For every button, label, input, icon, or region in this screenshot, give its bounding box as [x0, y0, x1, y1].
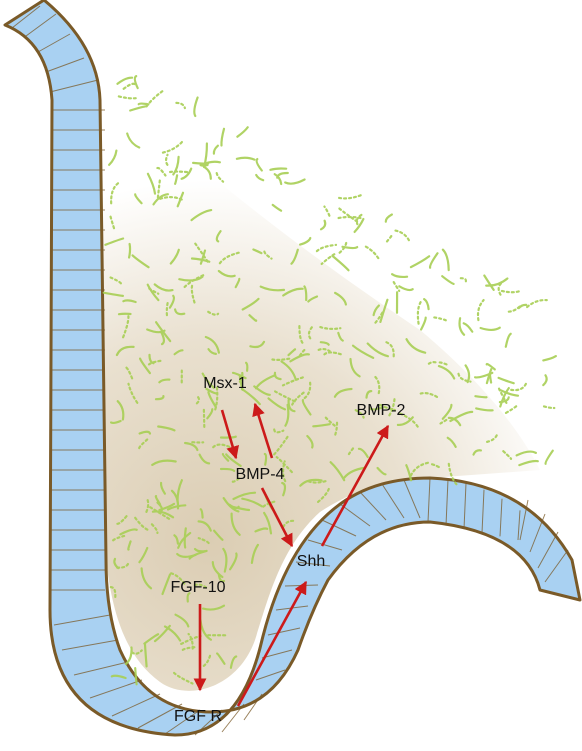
mesenchymal-cell: [129, 244, 130, 258]
mesenchymal-cell: [300, 238, 310, 245]
mesenchymal-cell: [170, 172, 188, 173]
label-shh: Shh: [297, 554, 325, 570]
mesenchymal-cell: [396, 231, 411, 243]
mesenchymal-cell: [246, 363, 247, 371]
mesenchymal-cell: [490, 374, 491, 382]
mesenchymal-cell: [499, 284, 501, 296]
mesenchymal-cell: [193, 163, 208, 164]
mesenchymal-cell: [285, 180, 304, 184]
mesenchymal-cell: [511, 384, 526, 390]
mesenchymal-cell: [256, 175, 263, 180]
mesenchymal-cell: [118, 78, 133, 84]
mesenchymal-cell: [478, 300, 484, 320]
mesenchymal-cell: [460, 318, 465, 335]
mesenchymal-cell: [500, 291, 518, 293]
mesenchymal-cell: [139, 103, 149, 104]
mesenchymal-cell: [544, 406, 554, 408]
label-fgfr: FGF R: [174, 709, 222, 725]
mesenchymal-cell: [135, 76, 138, 88]
mesenchymal-cell: [204, 408, 205, 427]
mesenchymal-cell: [339, 209, 357, 222]
mesenchymal-cell: [506, 406, 517, 413]
mesenchymal-cell: [273, 205, 281, 211]
mesenchymal-cell: [221, 129, 224, 146]
mesenchymal-cell: [392, 274, 407, 277]
mesenchymal-cell: [176, 103, 185, 108]
mesenchymal-cell: [237, 127, 247, 136]
mesenchymal-cell: [421, 318, 426, 330]
mesenchymal-cell: [430, 253, 437, 267]
mesenchymal-cell: [546, 451, 553, 464]
label-bmp4: BMP-4: [236, 467, 285, 483]
mesenchymal-cell: [214, 146, 218, 154]
label-msx1: Msx-1: [203, 376, 247, 392]
mesenchymal-cell: [432, 317, 446, 320]
mesenchymal-cell: [385, 236, 391, 243]
mesenchymal-cell: [484, 276, 493, 290]
mesenchymal-cell: [507, 307, 520, 312]
mesenchymal-cell: [527, 300, 547, 307]
mesenchymal-cell: [386, 215, 392, 222]
mesenchymal-cell: [270, 168, 286, 169]
mesenchymal-cell: [481, 328, 500, 330]
mesenchymal-cell: [442, 276, 453, 284]
mesenchymal-cell: [321, 221, 325, 230]
label-bmp2: BMP-2: [357, 403, 406, 419]
mesenchymal-cell: [506, 334, 511, 347]
mesenchymal-cell: [418, 302, 421, 325]
mesenchymal-cell: [443, 250, 449, 270]
mesenchymal-cell: [237, 158, 255, 160]
mesenchymal-cell: [324, 207, 329, 216]
label-fgf10: FGF-10: [170, 580, 225, 596]
mesenchymal-cell: [475, 396, 486, 397]
mesenchymal-cell: [543, 375, 546, 385]
mesenchymal-cell: [124, 84, 135, 89]
mesenchymal-cell: [424, 299, 429, 309]
mesenchymal-cell: [339, 195, 361, 198]
mesenchymal-cell: [135, 668, 136, 684]
mesenchymal-cell: [317, 245, 336, 251]
mesenchymal-cell: [343, 247, 358, 248]
mesenchymal-cell: [194, 98, 197, 117]
mesenchymal-cell: [459, 278, 466, 281]
mesenchymal-cell: [411, 256, 429, 267]
mesenchymal-cell: [332, 256, 348, 270]
mesenchymal-cell: [543, 356, 556, 360]
mesenchymal-cell: [221, 437, 236, 438]
mesenchymal-cell: [464, 323, 473, 331]
mesenchymal-cell: [257, 159, 262, 170]
mesenchymal-cell: [167, 303, 168, 317]
mesenchymal-cell: [399, 286, 412, 290]
mesenchymal-cell: [499, 378, 514, 383]
mesenchymal-cell: [217, 173, 223, 182]
mesenchymal-cell: [366, 247, 379, 260]
